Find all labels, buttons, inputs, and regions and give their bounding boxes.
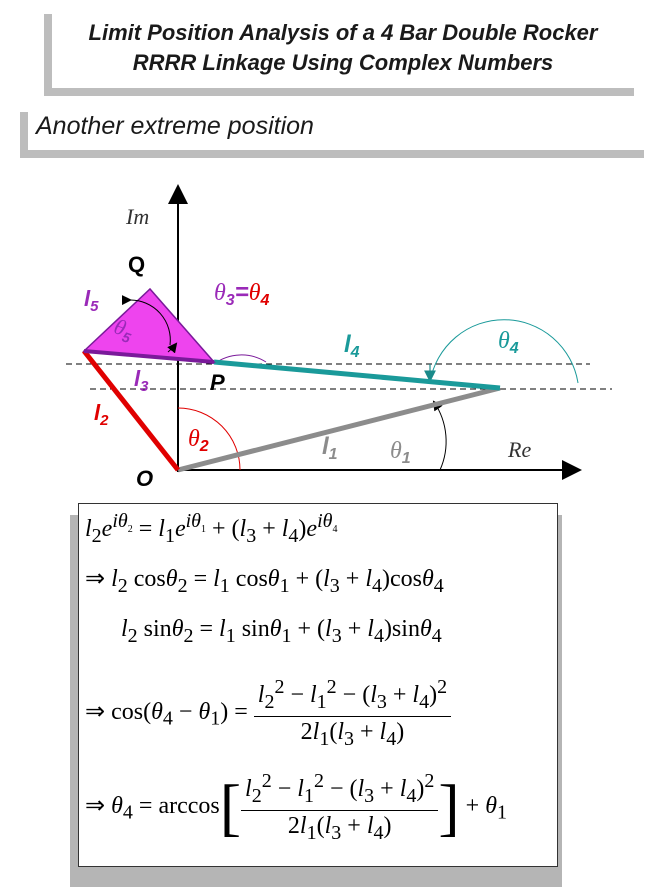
l4-label: l4 [344,331,360,361]
equation-3: l2 sinθ2 = l1 sinθ1 + (l3 + l4)sinθ4 [121,616,442,647]
title-frame-left [44,14,52,94]
l1-label: l1 [322,433,338,463]
subtitle-frame-left [20,112,28,156]
equation-box: l2eiθ2 = l1eiθ1 + (l3 + l4)eiθ4 ⇒ l2 cos… [78,503,558,867]
slide-subtitle: Another extreme position [36,112,314,140]
link-l2 [82,349,180,472]
l2-label: l2 [94,400,109,429]
l5-label: l5 [84,286,99,315]
equation-2: ⇒ l2 cosθ2 = l1 cosθ1 + (l3 + l4)cosθ4 [85,566,444,597]
theta2-label: θ2 [188,426,209,455]
l3-label: l3 [134,366,149,395]
theta3-equals-theta4-label: θ3=θ4 [214,279,270,309]
theta1-arc [432,400,447,471]
real-axis-label: Re [507,437,531,462]
link-l4 [213,359,501,391]
title-frame-bottom [44,88,634,96]
point-p-label: P [210,370,225,395]
equation-5-fraction: l22 − l12 − (l3 + l4)2 2l1(l3 + l4) [241,770,439,845]
slide-title: Limit Position Analysis of a 4 Bar Doubl… [58,18,628,78]
point-o-label: O [136,466,153,491]
theta1-label: θ1 [390,438,411,467]
subtitle-frame-bottom [20,150,644,158]
point-q-label: Q [128,252,145,277]
theta5-arc [121,295,171,346]
imag-axis-label: Im [125,204,149,229]
theta4-arc [429,319,579,384]
equation-4: ⇒ cos(θ4 − θ1) = l22 − l12 − (l3 + l4)2 … [85,676,452,751]
theta4-label: θ4 [498,328,519,357]
link-l3 [83,349,215,364]
title-line-2: RRRR Linkage Using Complex Numbers [132,50,554,75]
linkage-diagram: Im Re Q P O l5 l3 l2 l4 l1 θ2 θ1 θ4 θ5 θ… [66,184,612,491]
equation-5: ⇒ θ4 = arccos[ l22 − l12 − (l3 + l4)2 2l… [85,770,508,845]
theta2-arc [177,407,241,471]
link-l1 [177,385,501,473]
theta3-arrowhead [167,342,178,354]
equation-4-fraction: l22 − l12 − (l3 + l4)2 2l1(l3 + l4) [253,676,452,751]
title-line-1: Limit Position Analysis of a 4 Bar Doubl… [88,20,598,45]
equation-1: l2eiθ2 = l1eiθ1 + (l3 + l4)eiθ4 [85,510,338,547]
